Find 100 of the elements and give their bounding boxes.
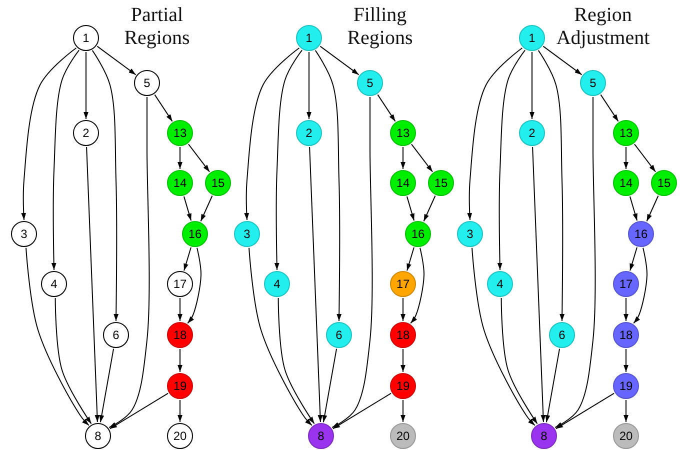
arrow xyxy=(21,48,77,220)
graph-node: 3 xyxy=(11,221,37,247)
arrow xyxy=(178,348,182,372)
arrow xyxy=(84,52,88,120)
arrow xyxy=(109,392,169,430)
graph-node: 19 xyxy=(167,373,193,399)
arrow xyxy=(555,392,615,430)
arrow xyxy=(306,52,312,120)
arrow xyxy=(314,50,342,322)
arrow xyxy=(497,50,526,270)
arrow xyxy=(600,94,619,122)
graph-node: 17 xyxy=(613,271,639,297)
arrow xyxy=(629,196,638,222)
graph-node: 1 xyxy=(73,25,99,51)
arrow xyxy=(96,46,136,76)
arrow xyxy=(309,146,323,422)
arrow xyxy=(99,348,114,423)
graph-node: 4 xyxy=(41,271,67,297)
graph-node: 5 xyxy=(134,70,160,96)
graph-node: 6 xyxy=(103,322,129,348)
arrow xyxy=(400,298,406,322)
graph-node: 5 xyxy=(357,70,383,96)
graph-node: 18 xyxy=(390,322,416,348)
graph-node: 4 xyxy=(264,271,290,297)
graph-node: 2 xyxy=(296,120,322,146)
arrow xyxy=(332,96,373,428)
graph-node: 6 xyxy=(326,322,352,348)
graph-node: 18 xyxy=(613,322,639,348)
arrow xyxy=(630,246,638,272)
arrow xyxy=(200,195,213,222)
graph-node: 14 xyxy=(167,170,193,196)
arrow xyxy=(538,50,565,322)
graph-node: 20 xyxy=(613,423,639,449)
arrow xyxy=(322,348,338,423)
arrow xyxy=(320,46,360,76)
arrow xyxy=(154,94,173,122)
graph-node: 14 xyxy=(390,170,416,196)
graph-node: 15 xyxy=(651,170,677,196)
arrow xyxy=(278,297,315,424)
graph-node: 17 xyxy=(167,271,193,297)
graph-node: 14 xyxy=(613,170,639,196)
arrow xyxy=(400,146,406,170)
arrow xyxy=(188,144,210,172)
graph-node: 8 xyxy=(85,423,111,449)
arrow xyxy=(187,247,202,324)
arrow xyxy=(554,96,596,428)
graph-node: 3 xyxy=(457,221,483,247)
arrow xyxy=(500,297,538,424)
arrow xyxy=(178,400,182,422)
graph-node: 16 xyxy=(405,221,431,247)
graph-node: 16 xyxy=(628,221,654,247)
panel-title: Region Adjustment xyxy=(555,4,651,50)
graph-node: 20 xyxy=(390,423,416,449)
graph-node: 19 xyxy=(390,373,416,399)
arrow xyxy=(542,46,582,76)
graph-node: 4 xyxy=(487,271,513,297)
arrow xyxy=(400,348,406,372)
arrow xyxy=(545,348,560,423)
arrow xyxy=(51,50,80,270)
graph-node: 2 xyxy=(519,120,545,146)
arrow xyxy=(532,146,546,422)
arrow xyxy=(410,247,424,324)
arrow xyxy=(86,146,100,422)
arrow xyxy=(248,247,312,426)
arrow xyxy=(646,195,659,222)
arrow xyxy=(624,348,628,372)
graph-node: 20 xyxy=(167,423,193,449)
arrow xyxy=(410,144,434,172)
arrow xyxy=(332,392,392,430)
arrow xyxy=(406,246,414,272)
graph-node: 19 xyxy=(613,373,639,399)
graph-node: 13 xyxy=(167,120,193,146)
arrow xyxy=(26,247,90,426)
arrow xyxy=(624,298,628,322)
arrow xyxy=(244,48,300,220)
panel-title: Partial Regions xyxy=(123,4,191,50)
graph-node: 6 xyxy=(549,322,575,348)
graph-node: 1 xyxy=(519,25,545,51)
graph-node: 8 xyxy=(531,423,557,449)
arrow xyxy=(54,297,92,424)
arrow xyxy=(467,48,523,220)
arrow xyxy=(472,247,536,426)
arrow xyxy=(624,146,628,170)
graph-node: 18 xyxy=(167,322,193,348)
graph-node: 16 xyxy=(182,221,208,247)
graph-node: 2 xyxy=(73,120,99,146)
arrow xyxy=(183,196,192,222)
arrow xyxy=(184,246,192,272)
graph-node: 17 xyxy=(390,271,416,297)
arrow xyxy=(377,94,396,122)
arrow xyxy=(108,96,150,428)
arrow xyxy=(624,400,628,422)
graph-node: 13 xyxy=(390,120,416,146)
graph-node: 5 xyxy=(580,70,606,96)
graph-node: 8 xyxy=(308,423,334,449)
arrow xyxy=(634,144,656,172)
arrow xyxy=(274,50,303,270)
panel-title: Filling Regions xyxy=(346,4,414,50)
arrow xyxy=(530,52,534,120)
graph-node: 3 xyxy=(234,221,260,247)
